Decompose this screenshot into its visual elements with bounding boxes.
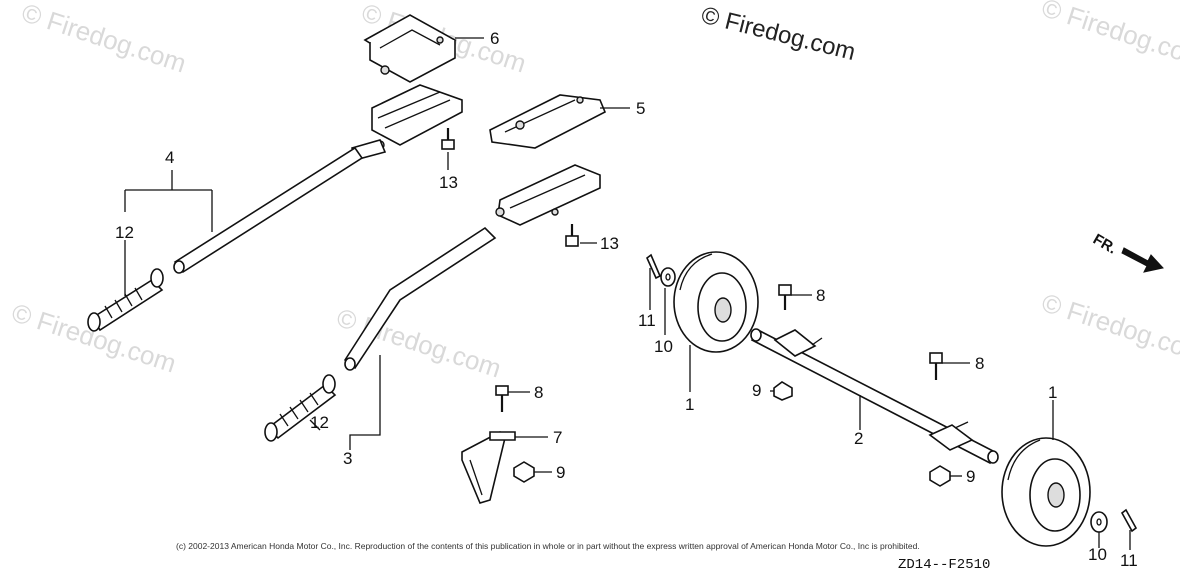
front-direction-marker: FR. [1090, 231, 1164, 273]
callout-1-right: 1 [1048, 383, 1057, 402]
callout-8-c: 8 [975, 354, 984, 373]
part-6-bracket [363, 14, 457, 83]
callout-13-upper: 13 [439, 173, 458, 192]
watermark-main: © Firedog.com [699, 2, 859, 66]
part-10-washer-left [660, 267, 676, 287]
part-13-bolt-lower [565, 224, 579, 247]
part-5-bracket [489, 94, 607, 149]
callout-8-b: 8 [816, 286, 825, 305]
part-9-nut-b [773, 381, 793, 401]
callout-9-c: 9 [966, 467, 975, 486]
part-8-bolt-a [495, 385, 509, 412]
front-label: FR. [1090, 231, 1119, 258]
callout-1-left: 1 [685, 395, 694, 414]
callout-9-b: 9 [752, 381, 761, 400]
callout-7: 7 [553, 428, 562, 447]
part-11-pin-left [646, 253, 662, 280]
part-9-nut-a [513, 461, 535, 483]
part-4-handle [173, 84, 463, 274]
callout-4: 4 [165, 148, 174, 167]
watermark-text: © Firedog.com [1038, 0, 1180, 74]
part-7-bracket [461, 430, 516, 504]
part-13-bolt-upper [441, 128, 455, 150]
part-11-pin-right [1120, 508, 1138, 533]
callout-2: 2 [854, 429, 863, 448]
callout-10-left: 10 [654, 337, 673, 356]
callout-12-lower: 12 [310, 413, 329, 432]
part-8-bolt-b [778, 284, 792, 310]
watermark-layer: © Firedog.com © Firedog.com © Firedog.co… [8, 0, 1180, 384]
part-9-nut-c [929, 465, 951, 487]
callout-5: 5 [636, 99, 645, 118]
callout-11-left: 11 [638, 311, 656, 330]
callout-9-a: 9 [556, 463, 565, 482]
part-12-grip-upper [87, 268, 164, 332]
leader-lines [124, 37, 1131, 550]
part-1-wheel-right [1001, 437, 1091, 547]
watermark-text: © Firedog.com [1038, 287, 1180, 368]
diagram-code: ZD14--F2510 [898, 557, 990, 573]
part-8-bolt-c [929, 352, 943, 380]
part-10-washer-right [1090, 511, 1108, 533]
callout-12-upper: 12 [115, 223, 134, 242]
callout-3: 3 [343, 449, 352, 468]
front-arrow-icon [1121, 247, 1164, 273]
part-12-grip-lower [264, 374, 337, 442]
part-2-axle [750, 328, 999, 465]
callout-labels: 6 5 4 12 13 13 8 12 3 7 9 11 10 1 8 9 2 … [115, 29, 1138, 570]
copyright-notice: (c) 2002-2013 American Honda Motor Co., … [176, 541, 920, 551]
part-1-wheel-left [673, 251, 759, 353]
callout-11-right: 11 [1120, 551, 1138, 570]
watermark-text: © Firedog.com [18, 0, 190, 79]
part-3-handle [343, 164, 601, 371]
watermark-text: © Firedog.com [8, 297, 180, 378]
callout-13-lower: 13 [600, 234, 619, 253]
callout-6: 6 [490, 29, 499, 48]
callout-8-a: 8 [534, 383, 543, 402]
callout-10-right: 10 [1088, 545, 1107, 564]
